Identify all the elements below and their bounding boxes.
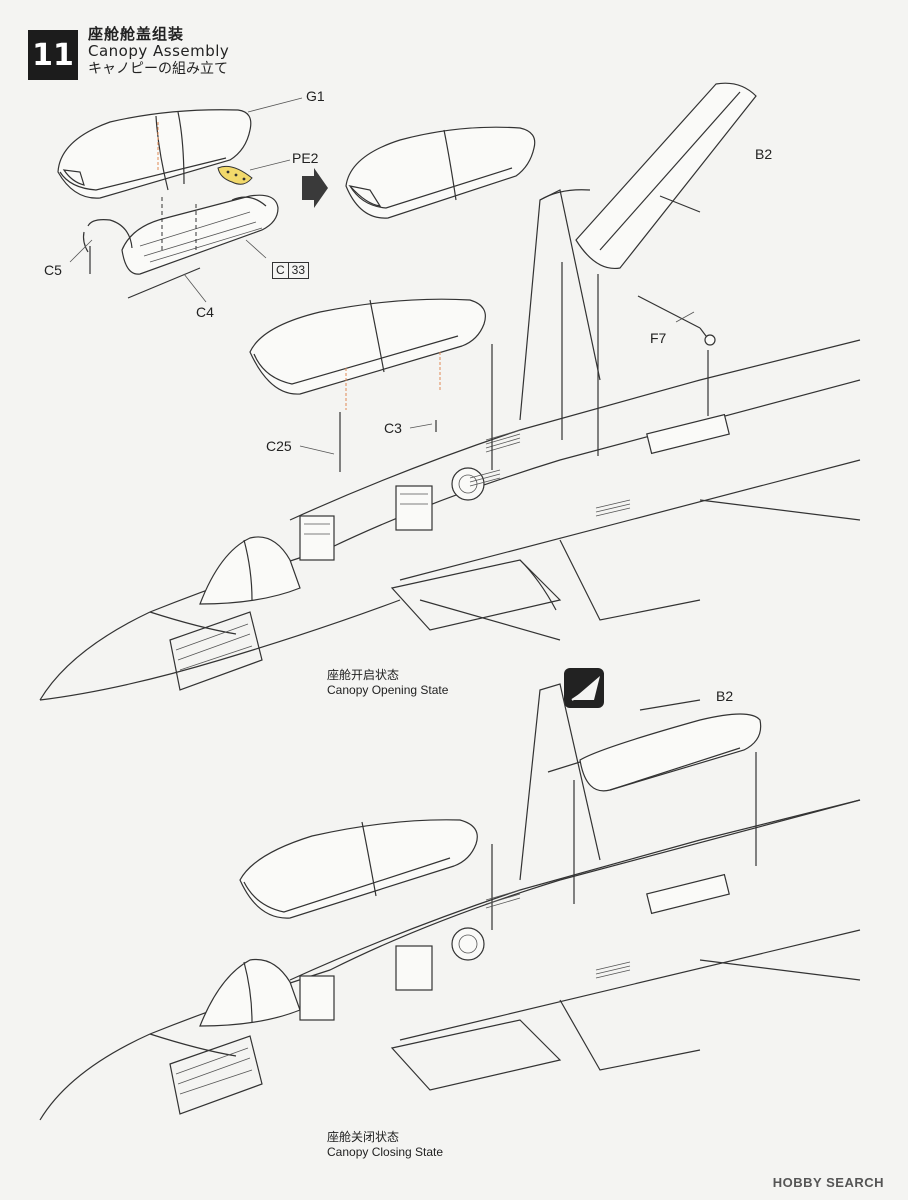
part-label-b2-lower: B2 <box>716 688 734 704</box>
part-label-b2-upper: B2 <box>755 146 773 162</box>
part-ref-number: 33 <box>287 263 308 278</box>
part-label-g1: G1 <box>306 88 325 104</box>
caption-open-en: Canopy Opening State <box>327 683 449 697</box>
c25-leader-line <box>299 445 335 455</box>
canopy-bow-c5-part <box>82 219 133 274</box>
c33-leader-line <box>245 239 267 259</box>
c3-leader-line <box>409 423 433 429</box>
canopy-frame-c4-part <box>121 194 279 299</box>
c4-leader-line <box>183 273 207 303</box>
aircraft-open-state <box>39 82 861 701</box>
step-number-badge: 11 <box>28 30 78 80</box>
watermark: HOBBY SEARCH <box>772 1175 884 1190</box>
canopy-g1-part <box>57 109 252 199</box>
part-label-c4: C4 <box>196 304 214 320</box>
part-label-pe2: PE2 <box>292 150 319 166</box>
pe2-leader-line <box>249 159 291 171</box>
caption-open-zh: 座舱开启状态 <box>327 668 400 682</box>
caption-closed-zh: 座舱关闭状态 <box>327 1130 400 1144</box>
title-japanese: キャノピーの組み立て <box>88 60 228 77</box>
speed-brake-open-icon <box>564 668 604 708</box>
step-title: 座舱舱盖组装 Canopy Assembly キャノピーの組み立て <box>88 25 230 77</box>
part-label-c25: C25 <box>266 438 292 454</box>
caption-closed-en: Canopy Closing State <box>327 1145 444 1159</box>
f7-leader-line <box>675 311 695 323</box>
title-english: Canopy Assembly <box>88 42 230 61</box>
pe2-photo-etch-part <box>217 165 253 185</box>
part-ref-letter: C <box>276 263 285 277</box>
part-ref-c33: C 33 <box>272 262 310 279</box>
c5-leader-line <box>69 239 93 263</box>
part-label-f7: F7 <box>650 330 667 346</box>
g1-leader-line <box>247 97 303 113</box>
aircraft-closed-state <box>39 683 861 1121</box>
caption-closed-state: 座舱关闭状态 Canopy Closing State <box>327 1130 443 1160</box>
title-chinese: 座舱舱盖组装 <box>88 25 185 43</box>
arrow-right-icon <box>302 168 328 208</box>
caption-open-state: 座舱开启状态 Canopy Opening State <box>327 668 448 698</box>
part-label-c5: C5 <box>44 262 62 278</box>
finished-canopy <box>345 126 536 219</box>
part-label-c3: C3 <box>384 420 402 436</box>
